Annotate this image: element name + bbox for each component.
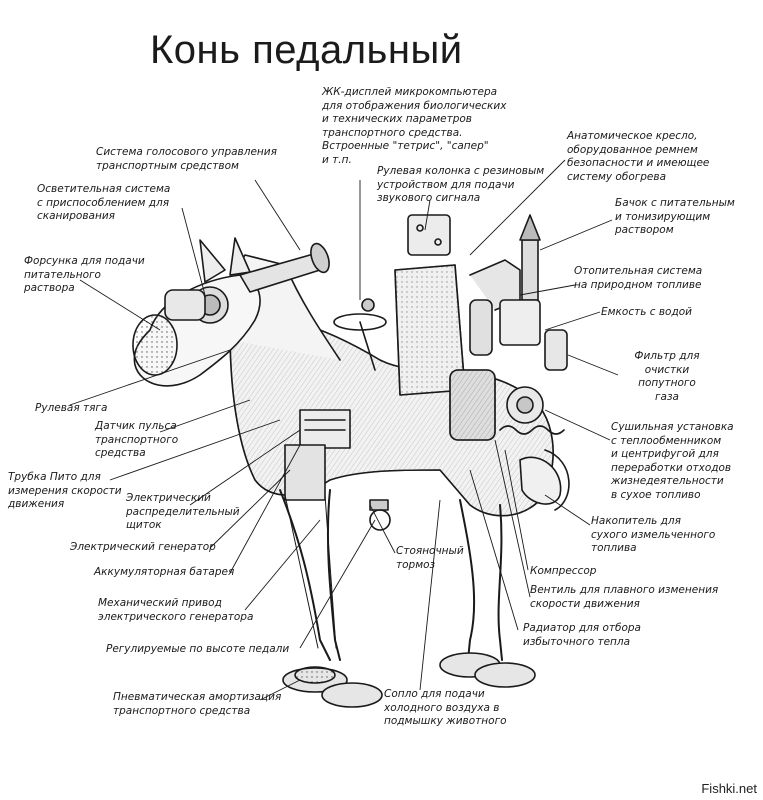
label-distribution-board: Электрический распределительный щиток [126, 492, 240, 531]
label-air-nozzle: Сопло для подачи холодного воздуха в под… [384, 688, 507, 727]
label-battery: Аккумуляторная батарея [94, 566, 235, 578]
label-dryer: Сушильная установка с теплообменником и … [611, 421, 734, 501]
label-compressor: Компрессор [530, 565, 597, 577]
diagram-title: Конь педальный [150, 28, 463, 72]
label-steering-rod: Рулевая тяга [35, 402, 108, 414]
label-seat: Анатомическое кресло, оборудованное ремн… [567, 130, 710, 183]
label-valve: Вентиль для плавного изменения скорости … [530, 584, 719, 610]
label-voice-control: Система голосового управления транспортн… [96, 146, 277, 172]
label-lighting-system: Осветительная система с приспособлением … [37, 183, 171, 222]
label-generator: Электрический генератор [70, 541, 216, 553]
label-nutrient-tank: Бачок с питательным и тонизирующим раств… [615, 197, 735, 236]
label-nozzle: Форсунка для подачи питательного раствор… [24, 255, 145, 294]
label-pulse-sensor: Датчик пульса транспортного средства [95, 420, 179, 459]
label-lcd-display: ЖК-дисплей микрокомпьютера для отображен… [322, 86, 507, 166]
label-pitot-tube: Трубка Пито для измерения скорости движе… [8, 471, 122, 510]
label-fuel-storage: Накопитель для сухого измельченного топл… [591, 515, 716, 554]
label-generator-drive: Механический привод электрического генер… [98, 597, 254, 623]
label-gas-filter: Фильтр для очистки попутного газа [634, 350, 700, 403]
label-radiator: Радиатор для отбора избыточного тепла [523, 622, 641, 648]
label-water-tank: Емкость с водой [601, 306, 692, 318]
label-parking-brake: Стояночный тормоз [396, 545, 464, 571]
label-heating-system: Отопительная система на природном топлив… [574, 265, 703, 291]
label-suspension: Пневматическая амортизация транспортного… [113, 691, 282, 717]
label-pedals: Регулируемые по высоте педали [106, 643, 290, 655]
watermark: Fishki.net [701, 781, 757, 796]
label-steering-column: Рулевая колонка с резиновым устройством … [377, 165, 545, 204]
